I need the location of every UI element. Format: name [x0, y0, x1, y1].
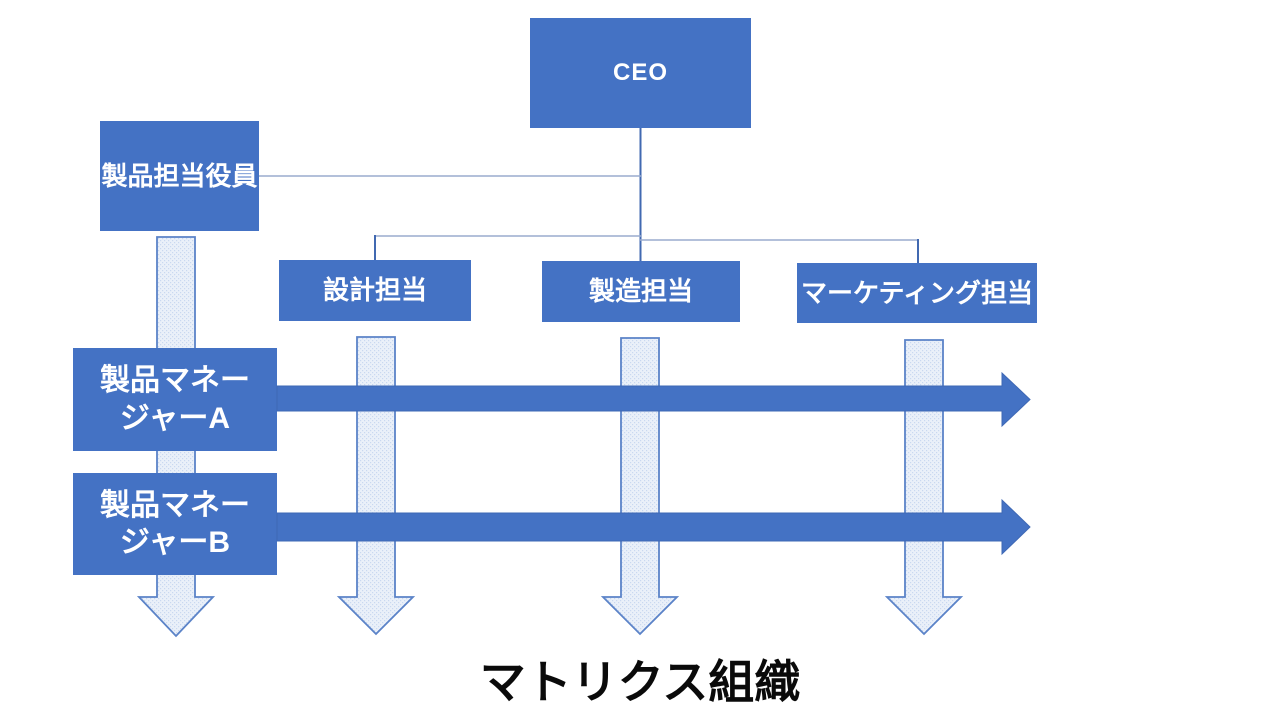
- command-arrow-marketing: [884, 339, 964, 636]
- product-manager-b-box: 製品マネー ジャーB: [73, 473, 277, 575]
- matrix-arrow-manager-b: [276, 498, 1031, 556]
- marketing-department-box: マーケティング担当: [797, 263, 1037, 323]
- design-department-box: 設計担当: [279, 260, 471, 321]
- product-executive-box: 製品担当役員: [100, 121, 259, 231]
- command-arrow-manufacturing: [600, 337, 680, 636]
- ceo-box: CEO: [530, 18, 751, 128]
- diagram-title: マトリクス組織: [479, 656, 801, 708]
- manufacturing-department-box: 製造担当: [542, 261, 740, 322]
- command-arrow-design: [336, 336, 416, 636]
- matrix-arrow-manager-a: [276, 371, 1031, 428]
- product-manager-a-box: 製品マネー ジャーA: [73, 348, 277, 451]
